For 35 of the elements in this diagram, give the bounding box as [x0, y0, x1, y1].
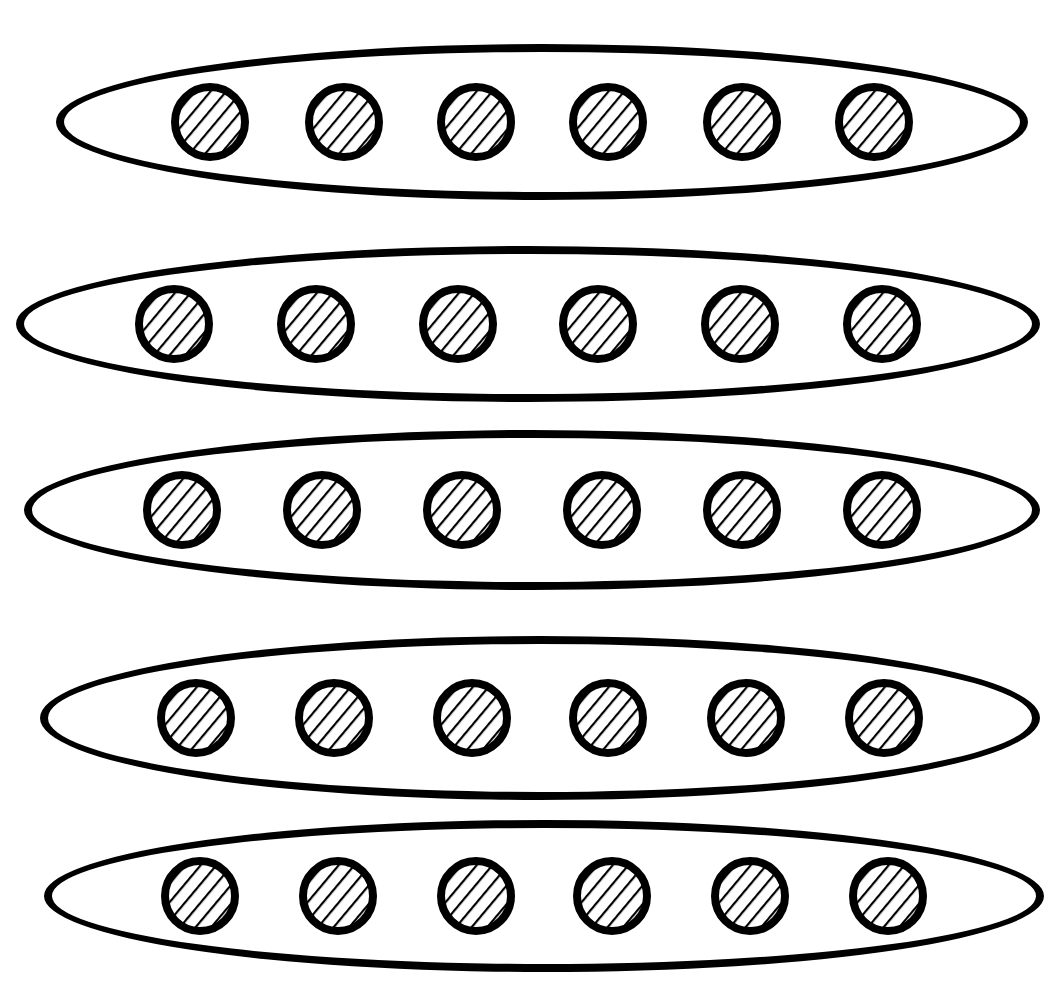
hatched-circle — [843, 678, 924, 758]
hatched-circle — [710, 856, 790, 936]
hatched-circle — [417, 284, 498, 364]
hatched-circle — [422, 470, 502, 550]
hatched-circle — [706, 678, 786, 758]
hatched-circle — [294, 678, 374, 758]
hatched-circle — [558, 284, 639, 364]
hatched-circle — [276, 284, 356, 364]
hatched-circle — [134, 284, 215, 364]
hatched-circle — [572, 856, 653, 936]
hatched-circle — [303, 82, 383, 162]
hatched-circle — [842, 470, 922, 550]
hatched-circle — [435, 856, 516, 936]
hatched-circle — [160, 856, 241, 936]
hatched-circle — [170, 82, 251, 162]
hatched-circle — [568, 678, 649, 758]
hatched-circle — [562, 470, 642, 550]
oval-outline — [44, 820, 1044, 972]
hatched-circle — [841, 284, 922, 364]
hatched-circle — [833, 82, 914, 162]
oval-outline — [24, 430, 1040, 590]
hatched-circle — [568, 82, 649, 162]
hatched-circle — [702, 470, 782, 550]
hatched-circle — [431, 678, 512, 758]
hatched-circle — [298, 856, 378, 936]
oval-outline — [40, 636, 1040, 800]
hatched-circle — [435, 82, 516, 162]
hatched-circle — [282, 470, 362, 550]
hatched-circle — [156, 678, 237, 758]
hatched-circle — [701, 82, 781, 162]
hatched-circle — [847, 856, 928, 936]
hatched-circle — [142, 470, 222, 550]
oval-outline — [56, 44, 1028, 200]
oval-outline — [16, 246, 1040, 402]
hatched-circle — [700, 284, 780, 364]
